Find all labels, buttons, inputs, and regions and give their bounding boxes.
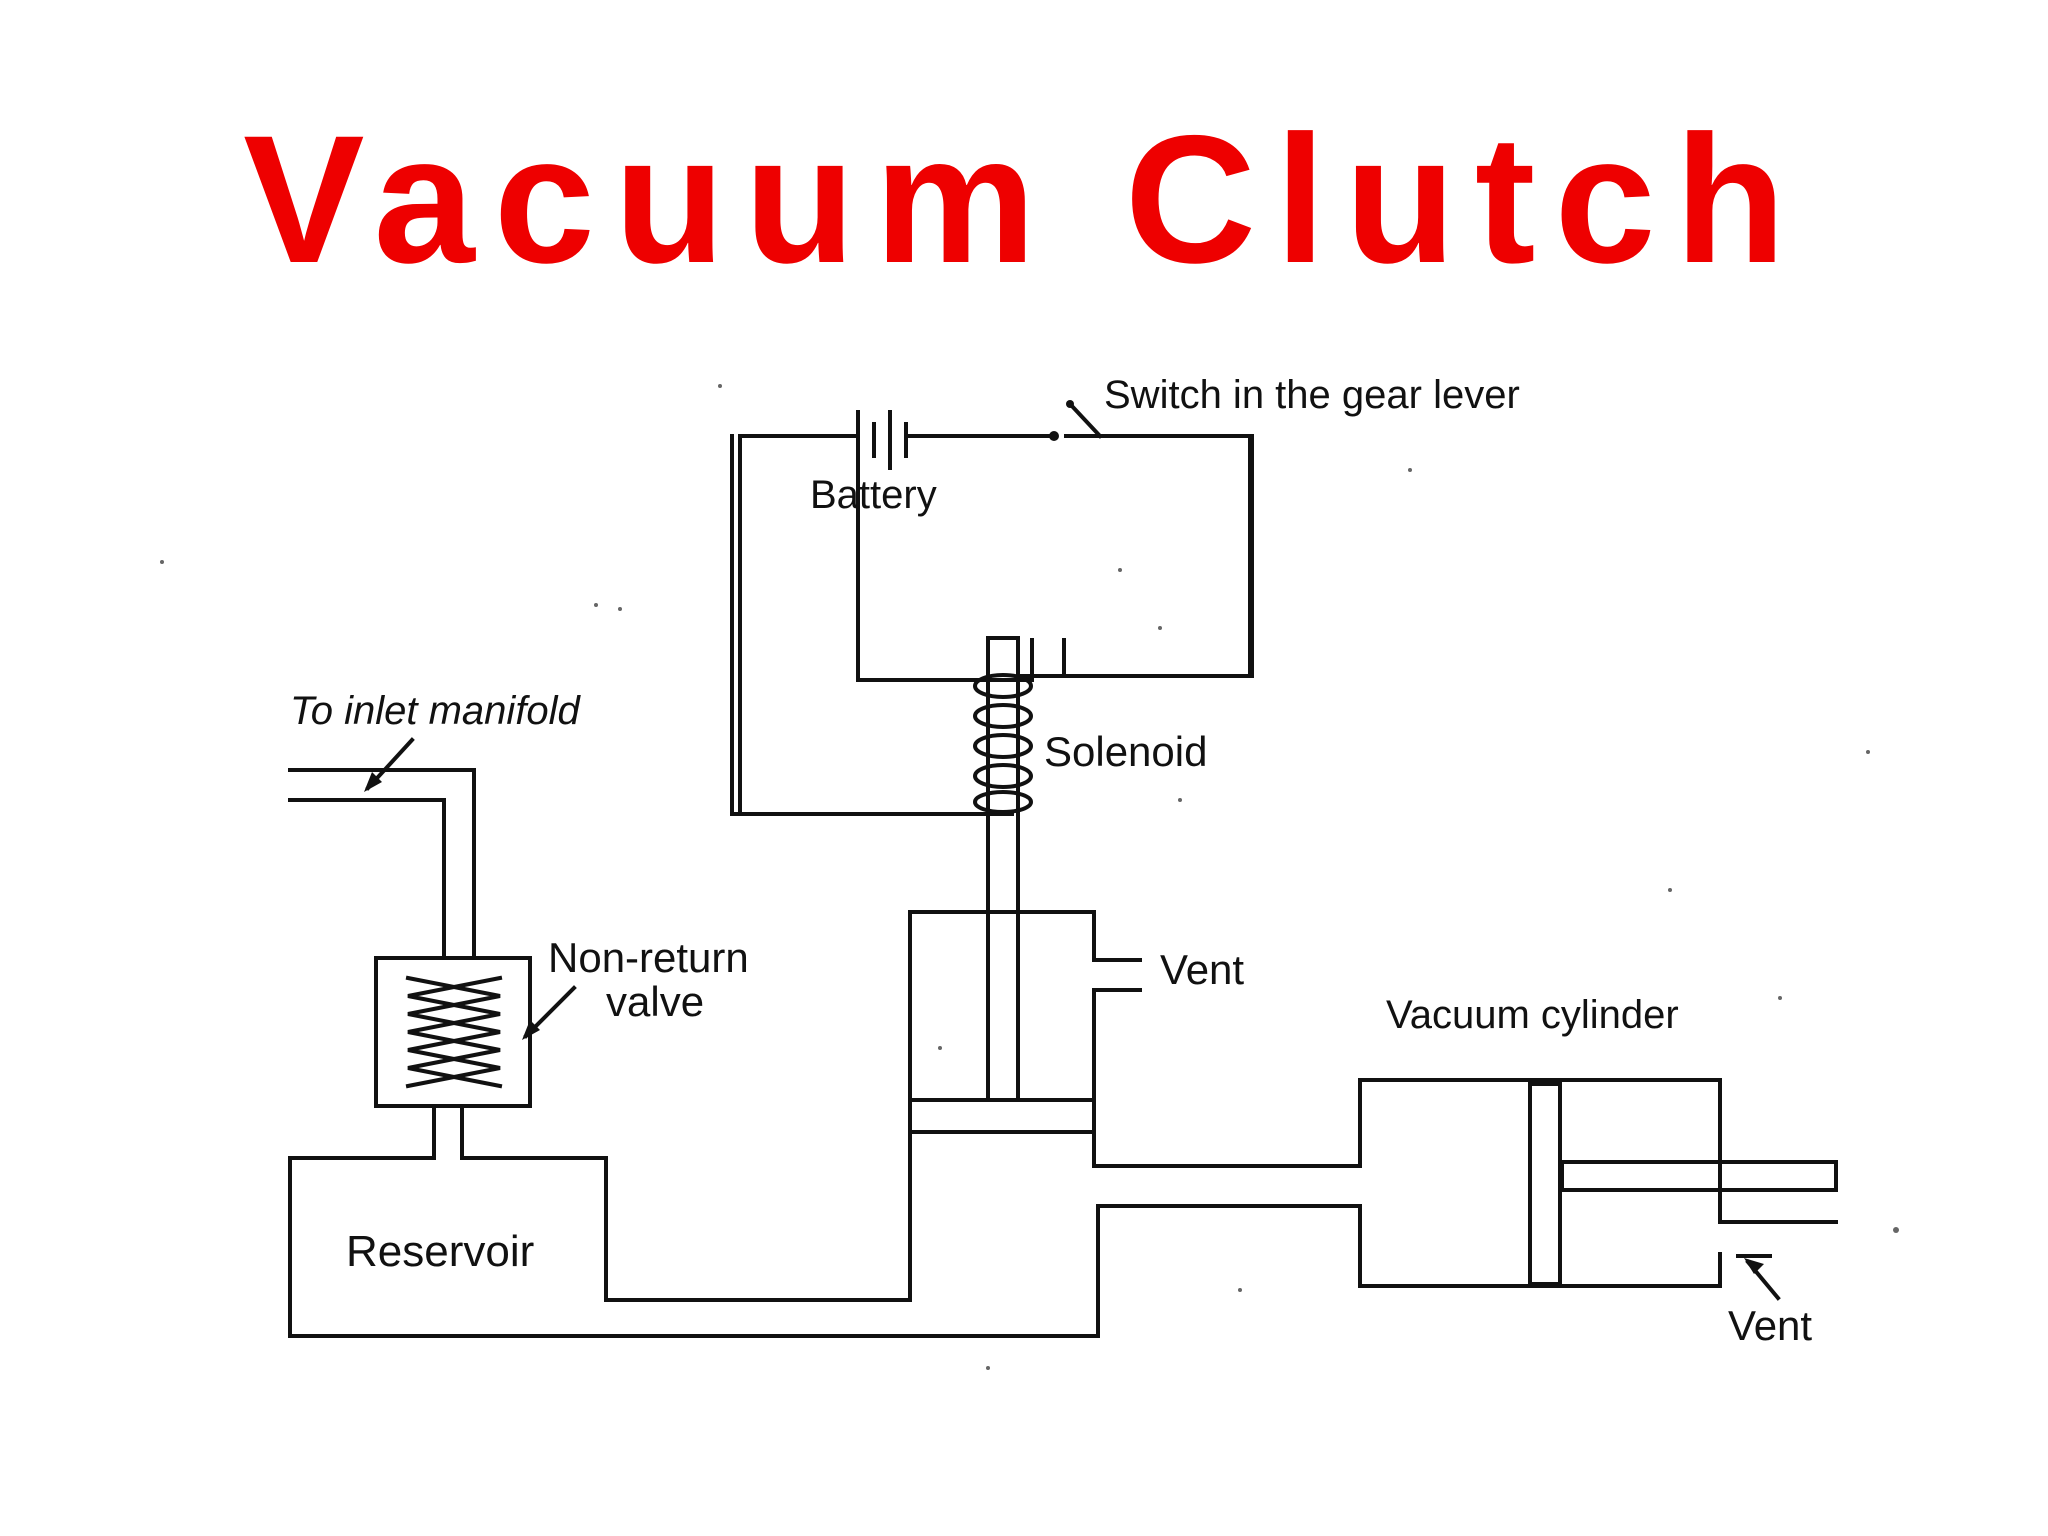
- non-return-valve: [374, 956, 532, 1160]
- non-return-label-line1: Non-return: [548, 934, 749, 981]
- control-valve: [908, 910, 1838, 1224]
- vent-cylinder-label: Vent: [1728, 1302, 1812, 1349]
- inlet-pipe: [288, 768, 476, 960]
- background-specks: [160, 384, 1899, 1370]
- coil-icon: [973, 673, 1033, 814]
- page-title: Vacuum Clutch: [243, 97, 1805, 301]
- pointer-arrows: [364, 737, 1781, 1301]
- spring-icon: [405, 975, 503, 1089]
- solenoid-label: Solenoid: [1044, 728, 1207, 775]
- vacuum-cylinder: [1358, 1082, 1838, 1288]
- vacuum-cylinder-label: Vacuum cylinder: [1386, 993, 1679, 1037]
- switch-icon: [1049, 400, 1252, 441]
- non-return-label-line2: valve: [606, 978, 704, 1025]
- vent-valve-label: Vent: [1160, 946, 1244, 993]
- battery-icon: [738, 410, 1056, 470]
- reservoir: [288, 1132, 1562, 1338]
- electrical-circuit: [856, 434, 1034, 682]
- reservoir-label: Reservoir: [346, 1227, 534, 1276]
- inlet-label: To inlet manifold: [290, 689, 582, 733]
- battery-label: Battery: [810, 473, 937, 517]
- switch-label: Switch in the gear lever: [1104, 373, 1520, 417]
